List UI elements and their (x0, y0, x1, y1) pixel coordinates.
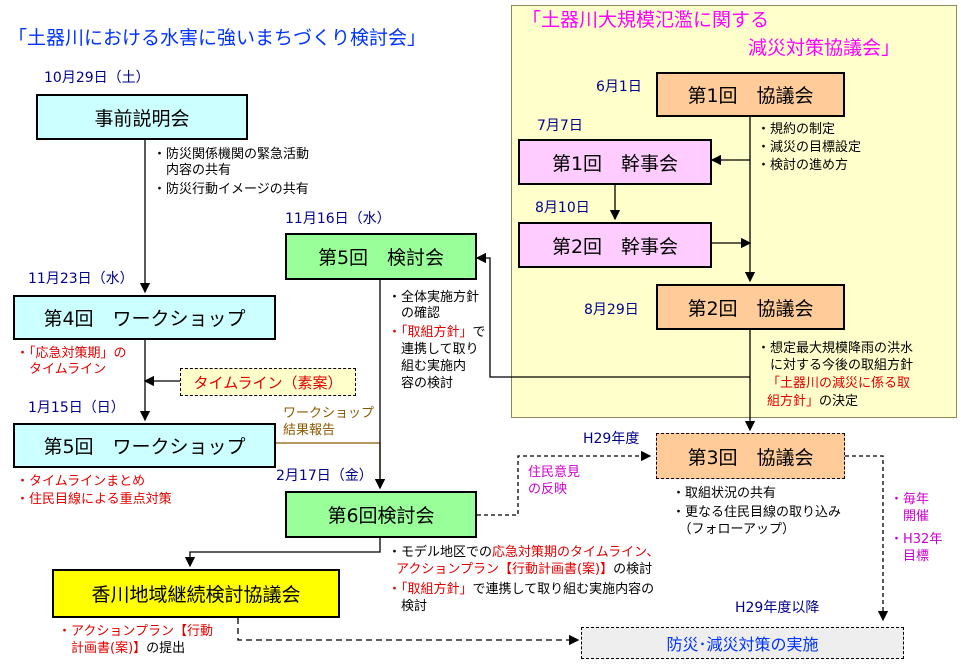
meeting-6-note-3: ・「取組方針」で連携して取り組む実施内容の (388, 582, 654, 598)
yearly-note-1: ・毎年 (890, 492, 930, 507)
study-group-title: 「土器川における水害に強いまちづくり検討会」 (8, 27, 427, 49)
meeting-6-note-2: アクションプラン【行動計画書(案)】の検討 (396, 562, 652, 578)
date-nov23: 11月23日（水） (28, 271, 134, 287)
date-h29: H29年度 (583, 431, 640, 447)
council-2-note-4: 組方針」の決定 (767, 394, 858, 410)
meeting-6-timeline: 応急対策期のタイムライン、 (492, 545, 660, 560)
yearly-note-2: 開催 (890, 509, 930, 524)
workshop-4-note-1: ・「応急対策期」の (16, 346, 127, 361)
council-2-note-2: に対する今後の取組方針 (757, 358, 914, 373)
meeting-6-review: の検討 (613, 562, 653, 577)
workshop-5-box: 第5回 ワークショップ (13, 423, 276, 468)
council-2-note-1: ・想定最大規模降雨の洪水 (757, 341, 914, 356)
workshop-report-label-2: 結果報告 (283, 423, 336, 438)
date-jun1: 6月1日 (596, 79, 642, 95)
date-h29-after: H29年度以降 (735, 600, 820, 616)
pre-briefing-note-3: ・防災行動イメージの共有 (153, 182, 309, 197)
council-1-box: 第1回 協議会 (656, 72, 845, 117)
meeting-5-box: 第5回 検討会 (285, 233, 477, 280)
workshop-5-note-2: ・住民目線による重点対策 (16, 492, 172, 507)
meeting-6-policy-suffix: で連携して取り組む実施内容の (472, 582, 655, 597)
workshop-4-note-2: タイムライン (16, 362, 107, 377)
date-nov16: 11月16日（水） (285, 211, 391, 227)
council-title-line1: 「土器川大規模氾濫に関する (522, 9, 770, 31)
pre-briefing-note-2: 内容の共有 (153, 163, 232, 178)
council-1-note-2: ・減災の目標設定 (757, 140, 862, 155)
timeline-draft-box: タイムライン（素案） (180, 368, 356, 396)
meeting-6-policy-label: ・「取組方針」 (388, 582, 473, 597)
workshop-4-box: 第4回 ワークショップ (13, 295, 276, 340)
pre-briefing-note-1: ・防災関係機関の緊急活動 (153, 147, 310, 162)
pre-briefing-box: 事前説明会 (36, 94, 248, 140)
workshop-report-label-1: ワークショップ (283, 406, 375, 421)
meeting-5-note-4: 連携して取り (388, 342, 479, 357)
council-2-note-3: 「土器川の減災に係る取 (767, 376, 911, 391)
resident-opinion-label-2: の反映 (528, 482, 568, 497)
h32-note-1: ・H32年 (890, 532, 943, 547)
meeting-5-note-5: 組む実施内 (388, 359, 467, 374)
kagawa-submission: の提出 (146, 641, 186, 656)
meeting-6-action-plan: アクションプラン【行動計画書(案)】 (396, 562, 614, 577)
council-1-note-1: ・規約の制定 (757, 122, 836, 137)
meeting-6-note-4: 検討 (388, 599, 428, 614)
implementation-box: 防災･減災対策の実施 (581, 627, 904, 659)
meeting-5-note-1: ・全体実施方針 (388, 290, 480, 305)
council-3-note-2: ・更なる住民目線の取り込み (672, 505, 842, 520)
meeting-5-policy-label: ・「取組方針」 (388, 325, 473, 340)
council-3-note-1: ・取組状況の共有 (672, 486, 777, 501)
kagawa-note-1: ・アクションプラン【行動 (58, 624, 213, 639)
council-3-box: 第3回 協議会 (656, 433, 845, 479)
meeting-6-box: 第6回検討会 (285, 491, 477, 538)
meeting-6-note-1: ・モデル地区での応急対策期のタイムライン、 (388, 545, 659, 561)
kagawa-council-box: 香川地域継続検討協議会 (52, 569, 340, 618)
kagawa-note-2: 計画書(案)】の提出 (58, 641, 185, 657)
date-aug10: 8月10日 (535, 200, 590, 216)
meeting-5-policy-suffix: で (472, 325, 486, 340)
council-title-line2: 減災対策協議会」 (748, 37, 901, 59)
council-3-note-3: （フォローアップ） (672, 522, 795, 537)
council-2-decision: の決定 (819, 394, 859, 409)
kagawa-plan-tail: 計画書(案)】 (58, 641, 147, 656)
secretariat-1-box: 第1回 幹事会 (518, 139, 712, 185)
workshop-5-note-1: ・タイムラインまとめ (16, 474, 146, 489)
secretariat-2-box: 第2回 幹事会 (518, 222, 712, 268)
date-aug29: 8月29日 (584, 302, 639, 318)
date-jan15: 1月15日（日） (28, 400, 125, 416)
h32-note-2: 目標 (890, 549, 930, 564)
date-oct29: 10月29日（土） (44, 70, 150, 86)
council-2-policy-tail: 組方針」 (767, 394, 820, 409)
council-2-box: 第2回 協議会 (656, 284, 845, 330)
resident-opinion-label-1: 住民意見 (528, 465, 581, 480)
meeting-5-note-2: の確認 (388, 306, 441, 321)
council-1-note-3: ・検討の進め方 (757, 158, 849, 173)
date-jul7: 7月7日 (537, 118, 583, 134)
meeting-5-note-3: ・「取組方針」で (388, 325, 486, 341)
date-feb17: 2月17日（金） (276, 468, 373, 484)
meeting-5-note-6: 容の検討 (388, 376, 454, 391)
meeting-6-model-district: ・モデル地区での (388, 545, 493, 560)
